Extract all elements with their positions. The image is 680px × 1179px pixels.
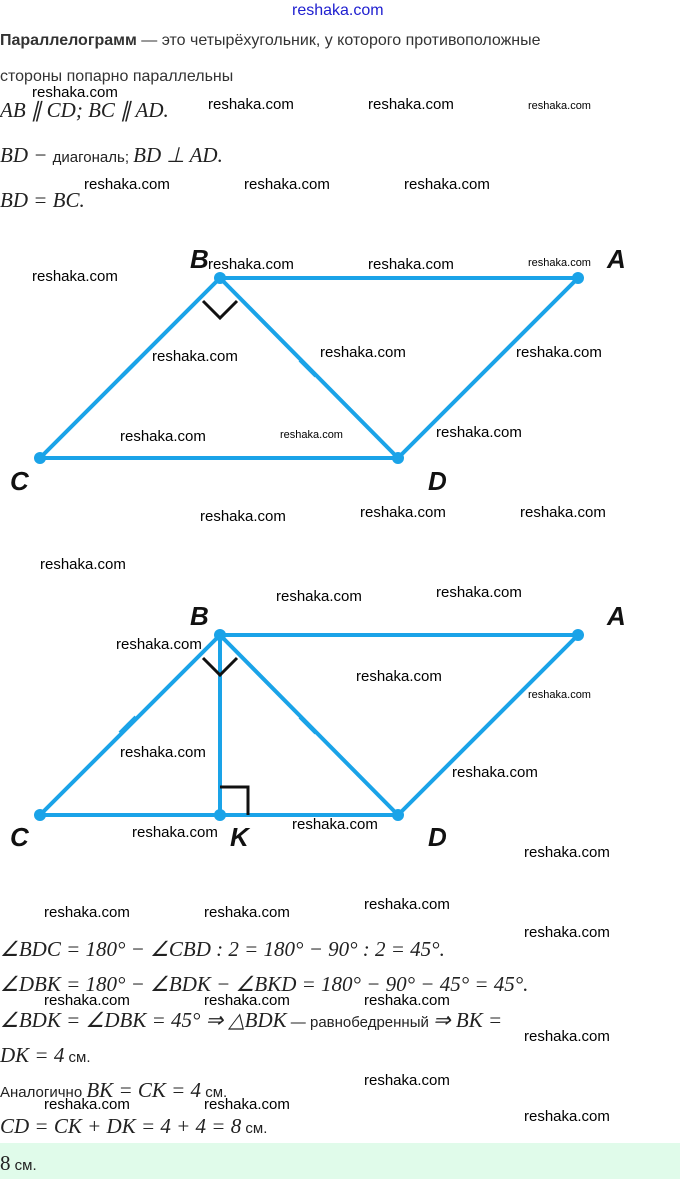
watermark: reshaka.com — [208, 256, 294, 273]
given-parallel: AB ∥ CD; BC ∥ AD. — [0, 98, 169, 122]
watermark: reshaka.com — [368, 256, 454, 273]
tick-bd-2 — [298, 715, 318, 735]
sol3-a: ∠BDK = ∠DBK = 45° ⇒ △BDK — [0, 1008, 287, 1032]
watermark: reshaka.com — [364, 992, 450, 1009]
watermark: reshaka.com — [516, 344, 602, 361]
given-diagonal-word: диагональ; — [52, 149, 134, 166]
answer-text: 8 см. — [0, 1151, 37, 1176]
watermark: reshaka.com — [524, 1028, 610, 1045]
definition-line-2: стороны попарно параллельны — [0, 68, 234, 85]
watermark: reshaka.com — [120, 428, 206, 445]
label-b-1: B — [190, 244, 209, 274]
watermark: reshaka.com — [276, 588, 362, 605]
solution-line-5: Аналогично BK = CK = 4 см. — [0, 1078, 227, 1103]
watermark: reshaka.com — [404, 176, 490, 193]
sol3-b: — равнобедренный — [286, 1014, 434, 1031]
watermark: reshaka.com — [208, 96, 294, 113]
tick-bd-1 — [298, 358, 318, 378]
label-c-2: C — [10, 822, 29, 852]
right-angle-b-2 — [201, 656, 239, 678]
right-angle-b-1 — [201, 299, 239, 321]
watermark: reshaka.com — [120, 744, 206, 761]
sol6-a: CD = CK + DK = 4 + 4 = 8 — [0, 1114, 242, 1138]
watermark: reshaka.com — [364, 896, 450, 913]
diagram-1 — [34, 272, 584, 464]
watermark: reshaka.com — [204, 1096, 290, 1113]
watermark: reshaka.com — [204, 904, 290, 921]
sol3-c: ⇒ BK = — [433, 1008, 503, 1032]
watermark: reshaka.com — [436, 584, 522, 601]
solution-line-1: ∠BDC = 180° − ∠CBD : 2 = 180° − 90° : 2 … — [0, 937, 445, 961]
watermark: reshaka.com — [84, 176, 170, 193]
watermark: reshaka.com — [364, 1072, 450, 1089]
diagram-2 — [34, 629, 584, 821]
definition-line-1: Параллелограмм — это четырёхугольник, у … — [0, 32, 541, 50]
watermark: reshaka.com — [204, 992, 290, 1009]
given-equal: BD = BC. — [0, 188, 85, 212]
watermark: reshaka.com — [132, 824, 218, 841]
answer-box: 8 см. — [0, 1143, 680, 1179]
watermark: reshaka.com — [152, 348, 238, 365]
sol5-c: см. — [201, 1084, 228, 1101]
watermark: reshaka.com — [524, 924, 610, 941]
watermark: reshaka.com — [200, 508, 286, 525]
watermark: reshaka.com — [356, 668, 442, 685]
watermark: reshaka.com — [280, 429, 343, 441]
watermark: reshaka.com — [524, 1108, 610, 1125]
sol5-a: Аналогично — [0, 1084, 87, 1101]
watermark: reshaka.com — [116, 636, 202, 653]
watermark: reshaka.com — [44, 904, 130, 921]
watermark: reshaka.com — [524, 844, 610, 861]
given-perp: BD ⊥ AD. — [133, 143, 223, 167]
solution-line-4: DK = 4 см. — [0, 1043, 91, 1068]
answer-unit: см. — [10, 1157, 37, 1174]
watermark: reshaka.com — [32, 268, 118, 285]
watermark: reshaka.com — [436, 424, 522, 441]
sol4-b: см. — [64, 1049, 91, 1066]
label-c-1: C — [10, 466, 29, 496]
label-a-1: A — [607, 244, 626, 274]
label-b-2: B — [190, 601, 209, 631]
sol6-b: см. — [241, 1120, 268, 1137]
label-d-1: D — [428, 466, 447, 496]
definition-text: — это четырёхугольник, у которого против… — [136, 32, 541, 49]
watermark: reshaka.com — [40, 556, 126, 573]
watermark: reshaka.com — [44, 992, 130, 1009]
answer-number: 8 — [0, 1151, 11, 1175]
solution-line-3: ∠BDK = ∠DBK = 45° ⇒ △BDK — равнобедренны… — [0, 1008, 502, 1033]
watermark: reshaka.com — [320, 344, 406, 361]
watermark: reshaka.com — [528, 100, 591, 112]
solution-line-6: CD = CK + DK = 4 + 4 = 8 см. — [0, 1114, 267, 1139]
watermark: reshaka.com — [528, 689, 591, 701]
definition-term: Параллелограмм — [0, 32, 137, 49]
watermark: reshaka.com — [360, 504, 446, 521]
right-angle-k — [220, 785, 250, 815]
label-k: K — [230, 822, 249, 852]
watermark: reshaka.com — [528, 257, 591, 269]
given-diagonal: BD − диагональ; BD ⊥ AD. — [0, 143, 223, 168]
watermark: reshaka.com — [452, 764, 538, 781]
sol4-a: DK = 4 — [0, 1043, 65, 1067]
label-a-2: A — [607, 601, 626, 631]
tick-bc-2 — [118, 715, 138, 735]
watermark: reshaka.com — [32, 84, 118, 101]
watermark: reshaka.com — [244, 176, 330, 193]
watermark: reshaka.com — [44, 1096, 130, 1113]
solution-line-2: ∠DBK = 180° − ∠BDK − ∠BKD = 180° − 90° −… — [0, 972, 529, 996]
sol5-b: BK = CK = 4 — [86, 1078, 202, 1102]
watermark: reshaka.com — [368, 96, 454, 113]
watermark-top: reshaka.com — [292, 2, 384, 19]
label-d-2: D — [428, 822, 447, 852]
tick-bc-1 — [120, 358, 140, 378]
given-bd: BD − — [0, 143, 53, 167]
watermark: reshaka.com — [292, 816, 378, 833]
watermark: reshaka.com — [520, 504, 606, 521]
